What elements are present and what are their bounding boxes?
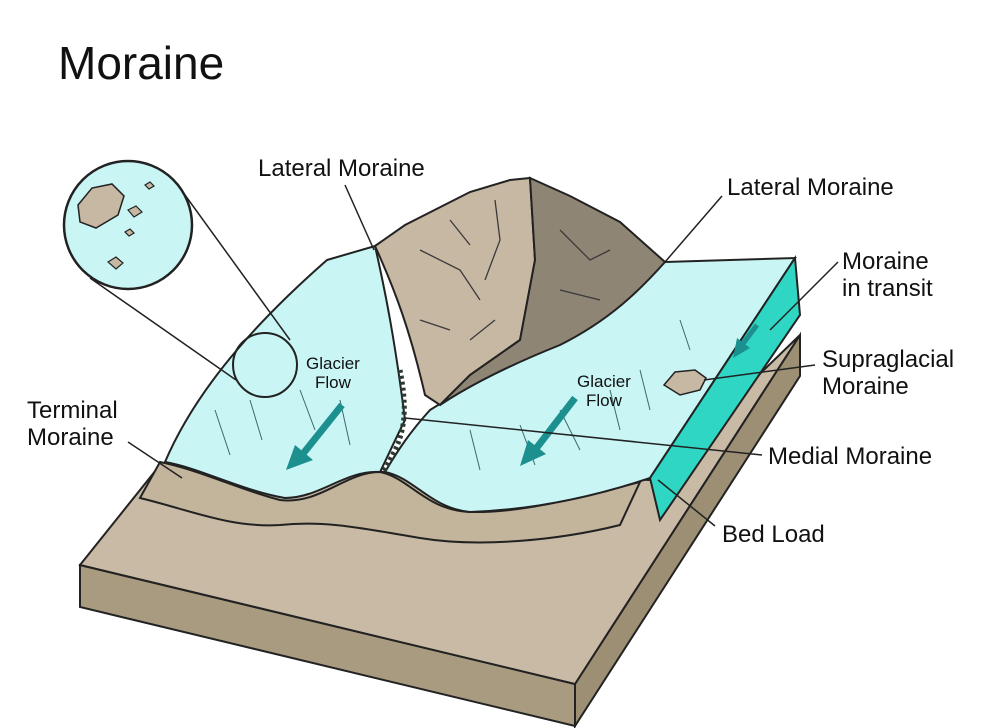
magnifier-line-bottom bbox=[89, 277, 237, 381]
label-glacier-flow-left-line2: Flow bbox=[314, 373, 351, 392]
moraine-in-transit-strip bbox=[648, 255, 802, 523]
label-terminal-line2: Moraine bbox=[27, 424, 114, 451]
label-supraglacial-line1: Supraglacial bbox=[822, 346, 955, 373]
label-lateral-moraine-right: Lateral Moraine bbox=[727, 174, 894, 201]
flow-arrow-left bbox=[286, 402, 345, 470]
leader-lateral-left bbox=[344, 184, 375, 251]
label-moraine-in-transit-line2: in transit bbox=[842, 275, 933, 302]
magnified-rock bbox=[77, 183, 125, 229]
magnifier-line-top bbox=[184, 194, 291, 341]
leader-bed-load bbox=[657, 479, 716, 527]
supraglacial-rock bbox=[662, 369, 707, 396]
leader-in-transit bbox=[769, 261, 839, 331]
label-glacier-flow-right-line1: Glacier bbox=[577, 372, 631, 391]
label-glacier-flow-right-line2: Flow bbox=[585, 391, 622, 410]
leader-terminal bbox=[127, 441, 183, 479]
mountain-cracks bbox=[419, 199, 611, 341]
label-glacier-flow-left-line1: Glacier bbox=[306, 354, 360, 373]
magnified-pebbles bbox=[106, 181, 155, 270]
label-glacier-flow-right: Glacier Flow bbox=[577, 372, 631, 410]
label-bed-load: Bed Load bbox=[722, 521, 825, 548]
magnifier-circle bbox=[62, 159, 194, 291]
flow-arrow-right bbox=[520, 395, 578, 466]
label-terminal-moraine: Terminal Moraine bbox=[27, 397, 118, 451]
leader-lateral-right bbox=[664, 195, 723, 263]
flow-arrow-strip bbox=[733, 323, 759, 358]
label-glacier-flow-left: Glacier Flow bbox=[306, 354, 360, 392]
label-lateral-moraine-left: Lateral Moraine bbox=[258, 155, 425, 182]
label-supraglacial-line2: Moraine bbox=[822, 373, 909, 400]
diagram-title: Moraine bbox=[58, 37, 225, 89]
label-medial-moraine: Medial Moraine bbox=[768, 443, 933, 470]
leader-medial bbox=[404, 417, 763, 456]
magnifier-source-circle bbox=[232, 332, 298, 398]
label-moraine-in-transit: Moraine in transit bbox=[842, 248, 933, 302]
glacier-left bbox=[163, 244, 407, 500]
label-moraine-in-transit-line1: Moraine bbox=[842, 248, 929, 275]
label-terminal-line1: Terminal bbox=[27, 397, 118, 424]
label-supraglacial-moraine: Supraglacial Moraine bbox=[822, 346, 954, 400]
mountain-dark-face bbox=[439, 176, 667, 406]
leader-supraglacial bbox=[703, 364, 816, 381]
